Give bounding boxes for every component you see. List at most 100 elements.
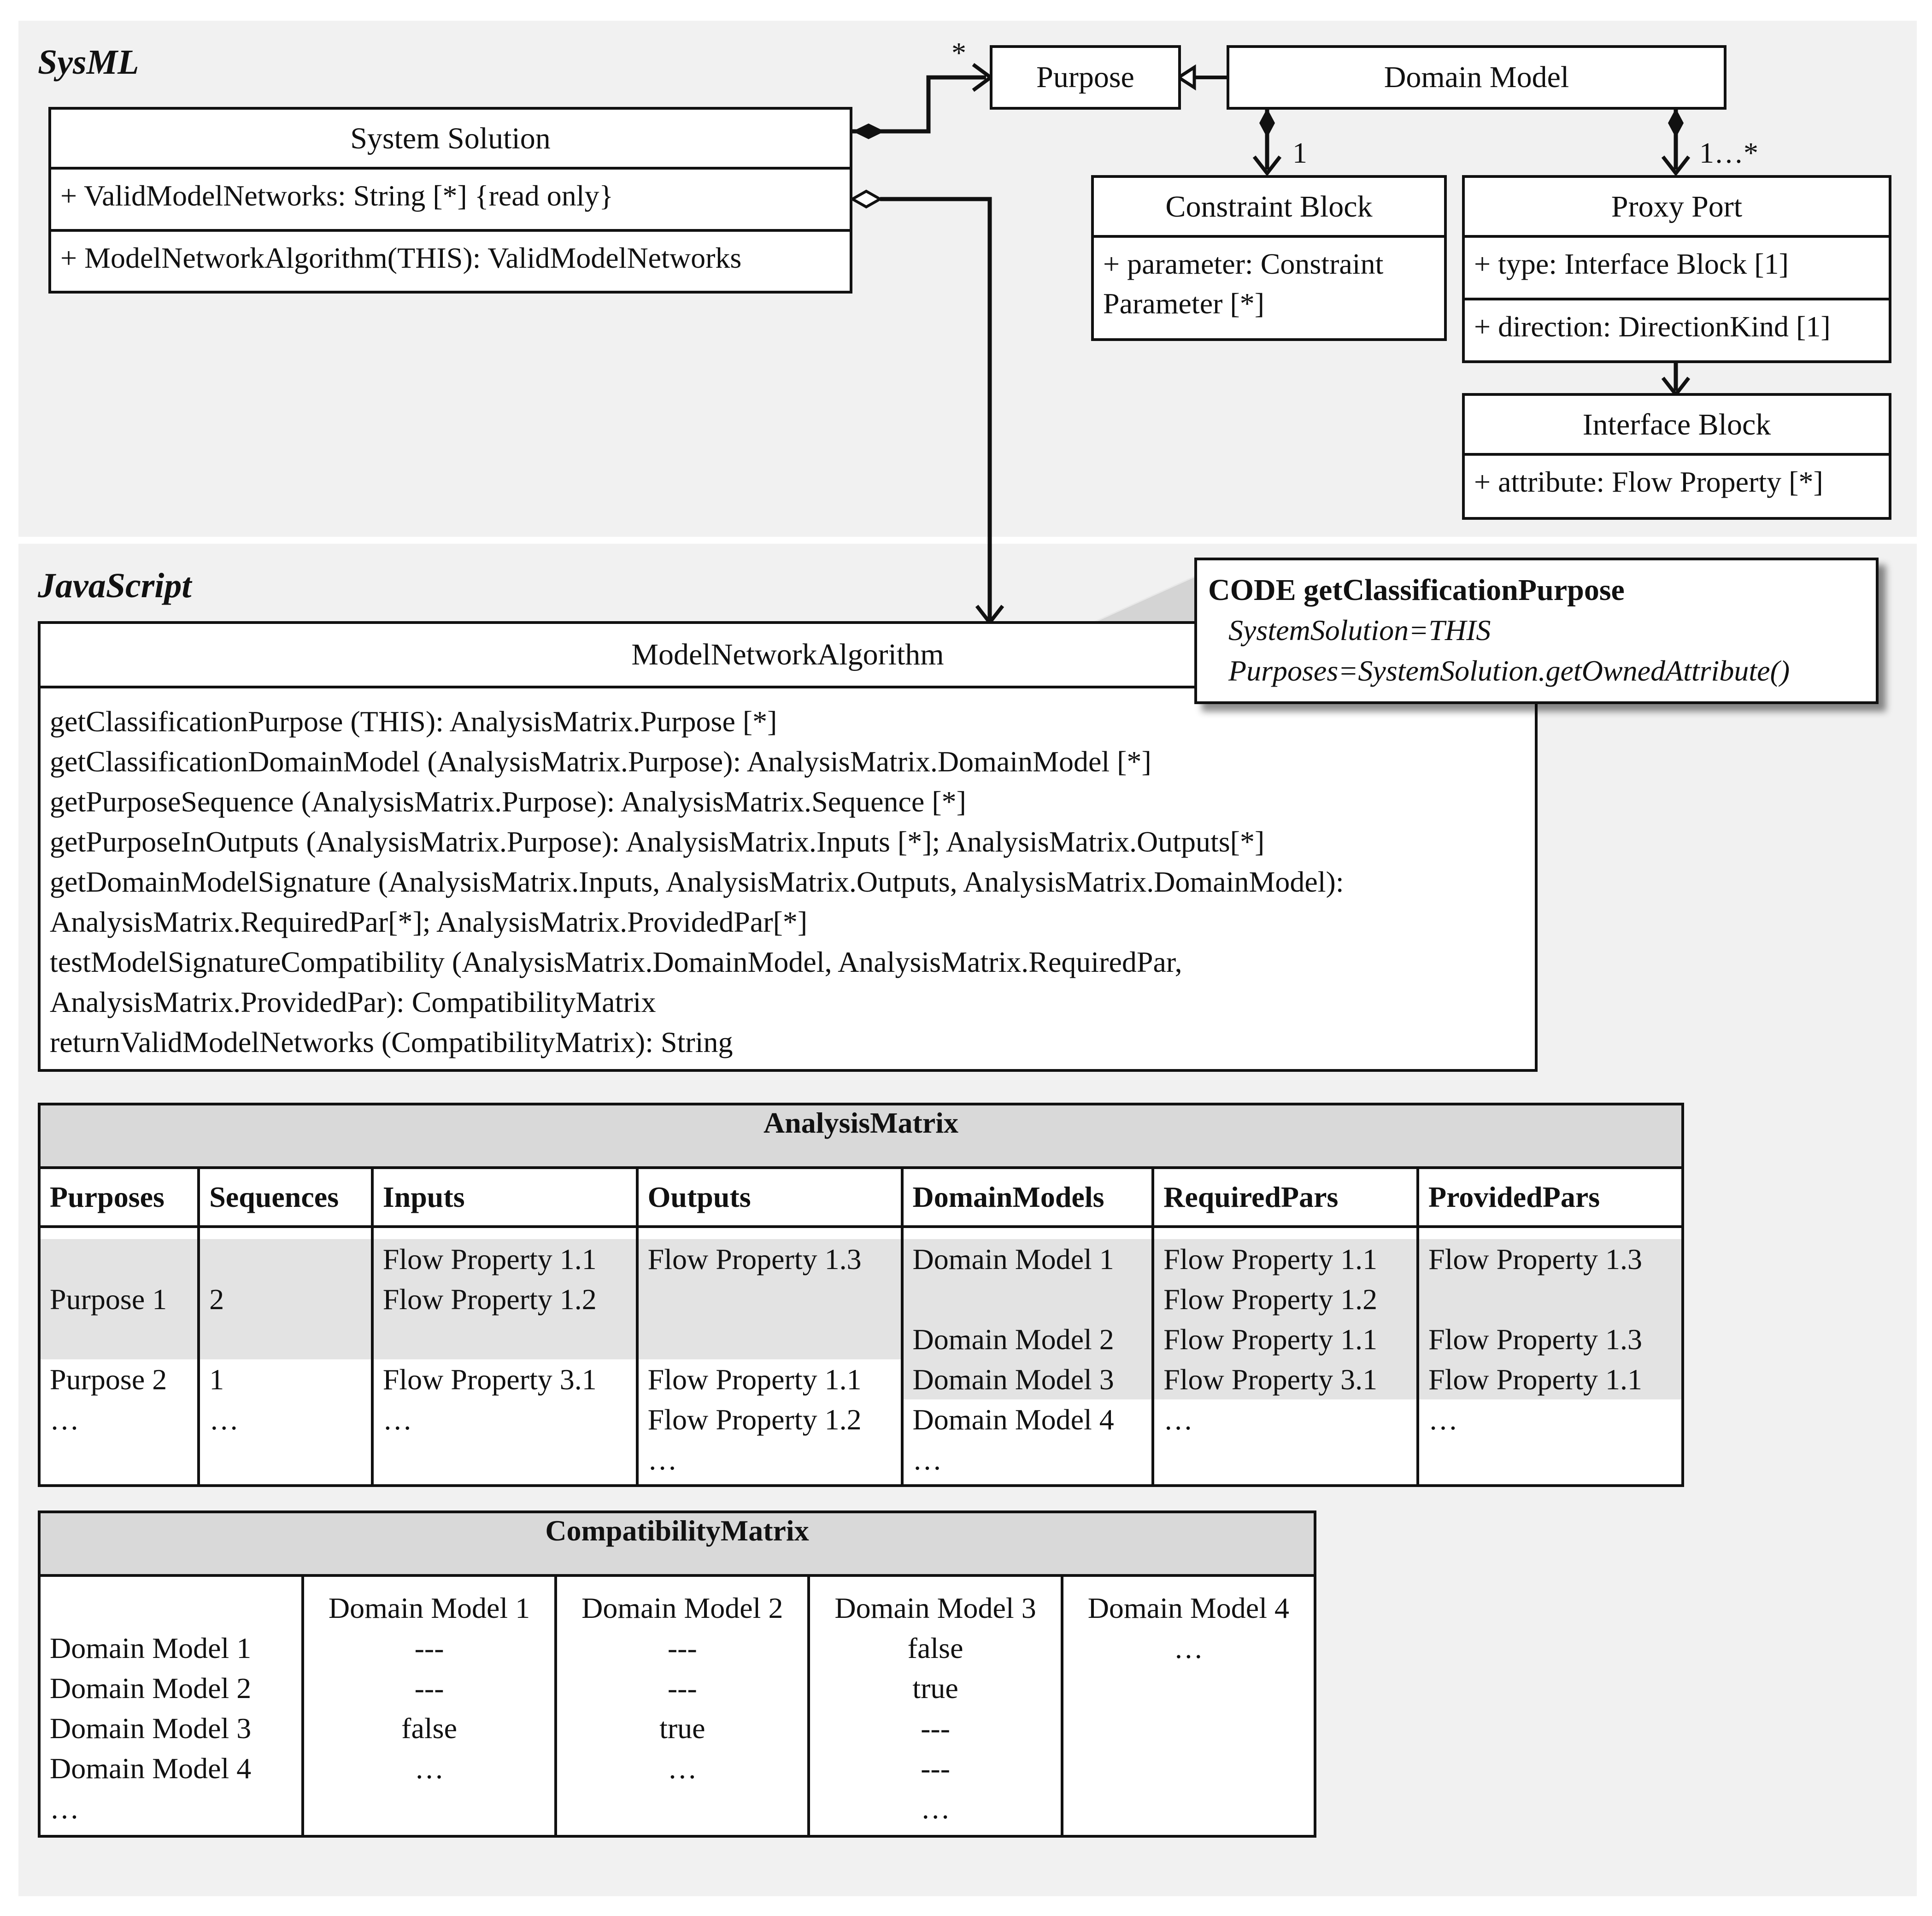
spacer [41, 1828, 301, 1835]
analysis-matrix-column-header: ProvidedPars [1416, 1166, 1684, 1228]
algorithm-operation: getClassificationPurpose (THIS): Analysi… [50, 705, 777, 738]
analysis-matrix-cell: 2 [200, 1279, 371, 1319]
analysis-matrix-cell: Flow Property 1.3 [638, 1239, 901, 1279]
analysis-matrix-cell [200, 1239, 371, 1279]
spacer [374, 1228, 636, 1239]
analysis-matrix-cell [374, 1440, 636, 1480]
spacer [1419, 1228, 1681, 1239]
spacer [639, 1228, 901, 1239]
spacer [557, 1828, 807, 1835]
analysis-matrix-cell: Flow Property 1.3 [1419, 1239, 1681, 1279]
analysis-matrix-cell [41, 1319, 198, 1359]
model-network-algorithm-title: ModelNetworkAlgorithm [41, 624, 1535, 688]
code-note-line: Purposes=SystemSolution.getOwnedAttribut… [1228, 654, 1790, 687]
analysis-matrix-cell [200, 1319, 371, 1359]
compatibility-matrix-cell [304, 1788, 554, 1828]
algorithm-operation: AnalysisMatrix.RequiredPar[*]; AnalysisM… [50, 905, 808, 938]
proxy-port-class: Proxy Port + type: Interface Block [1] +… [1462, 175, 1891, 363]
code-note-title: CODE getClassificationPurpose [1208, 573, 1625, 607]
analysis-matrix-cell: Purpose 1 [41, 1279, 198, 1319]
spacer [41, 1577, 301, 1588]
analysis-matrix-cell: Flow Property 1.2 [373, 1279, 636, 1319]
system-solution-operation: + ModelNetworkAlgorithm(THIS): ValidMode… [60, 241, 742, 274]
analysis-matrix-cell: Flow Property 1.1 [1419, 1359, 1681, 1399]
algorithm-operation: AnalysisMatrix.ProvidedPar): Compatibili… [50, 986, 656, 1018]
compatibility-matrix-cell [1063, 1748, 1314, 1788]
analysis-matrix-cell: Domain Model 1 [903, 1239, 1152, 1279]
analysis-matrix-cell: … [50, 1403, 79, 1436]
compatibility-matrix-column-header: Domain Model 1 [328, 1592, 530, 1624]
analysis-matrix-cell [903, 1279, 1152, 1319]
algorithm-operation: returnValidModelNetworks (CompatibilityM… [50, 1026, 733, 1058]
algorithm-operation: testModelSignatureCompatibility (Analysi… [50, 946, 1182, 978]
analysis-matrix-cell: … [382, 1403, 412, 1436]
composition-diamond-system [852, 123, 885, 139]
compatibility-matrix-cell: … [414, 1752, 444, 1785]
compatibility-matrix-cell: false [401, 1712, 457, 1745]
algorithm-operation: getClassificationDomainModel (AnalysisMa… [50, 745, 1151, 778]
compatibility-matrix-cell: Domain Model 1 [50, 1632, 252, 1664]
analysis-matrix-column-header: Outputs [635, 1166, 904, 1228]
compatibility-matrix-cell: --- [667, 1632, 697, 1664]
spacer [557, 1577, 807, 1588]
spacer [374, 1480, 636, 1484]
interface-block-attribute: + attribute: Flow Property [*] [1474, 465, 1823, 498]
spacer [904, 1228, 1152, 1239]
analysis-matrix-column-header: Purposes [37, 1166, 200, 1228]
analysis-matrix-cell: Flow Property 1.1 [373, 1239, 636, 1279]
spacer [41, 1480, 197, 1484]
algorithm-operation: getPurposeSequence (AnalysisMatrix.Purpo… [50, 785, 966, 818]
analysis-matrix-column-header: RequiredPars [1151, 1166, 1420, 1228]
system-solution-title: System Solution [51, 110, 850, 170]
code-note-line: SystemSolution=THIS [1228, 614, 1491, 647]
constraint-block-title: Constraint Block [1094, 178, 1444, 238]
composition-system-purpose [852, 75, 986, 134]
compatibility-matrix-cell: Domain Model 4 [50, 1752, 252, 1785]
proxy-port-attribute-direction: + direction: DirectionKind [1] [1474, 310, 1831, 343]
analysis-matrix-cell: Purpose 2 [50, 1363, 167, 1396]
spacer [304, 1828, 554, 1835]
compatibility-matrix-cell: --- [414, 1672, 444, 1704]
spacer [1419, 1480, 1681, 1484]
analysis-matrix-cell [638, 1319, 901, 1359]
algorithm-operation: getDomainModelSignature (AnalysisMatrix.… [50, 865, 1344, 898]
analysis-matrix-column-header: DomainModels [900, 1166, 1155, 1228]
compatibility-matrix-cell: --- [921, 1712, 951, 1745]
spacer [1154, 1480, 1416, 1484]
analysis-matrix-cell [638, 1279, 901, 1319]
compatibility-matrix-column-header: Domain Model 3 [834, 1592, 1036, 1624]
compatibility-matrix-column-header [41, 1588, 301, 1628]
analysis-matrix-cell [41, 1239, 198, 1279]
analysis-matrix-cell: Flow Property 1.1 [1154, 1319, 1417, 1359]
spacer [639, 1480, 901, 1484]
compatibility-matrix-column: Domain Model 2------true… [554, 1575, 810, 1838]
sysml-section-label: SysML [38, 43, 139, 82]
analysis-matrix-column-header: Inputs [370, 1166, 639, 1228]
compatibility-matrix-cell: Domain Model 3 [50, 1712, 252, 1745]
analysis-matrix-cell: Flow Property 1.1 [1154, 1239, 1417, 1279]
analysis-matrix-cell: Flow Property 1.1 [647, 1363, 862, 1396]
interface-block-class: Interface Block + attribute: Flow Proper… [1462, 393, 1891, 520]
analysis-matrix-cell: Flow Property 1.2 [1154, 1279, 1417, 1319]
analysis-matrix-cell [41, 1440, 197, 1480]
proxy-port-title: Proxy Port [1465, 178, 1889, 238]
analysis-matrix-column-header: Sequences [197, 1166, 374, 1228]
aggregation-system-algorithm [880, 197, 992, 620]
spacer [1063, 1828, 1314, 1835]
analysis-matrix-cell: Flow Property 3.1 [382, 1363, 597, 1396]
spacer [1154, 1228, 1416, 1239]
analysis-matrix-cell: Flow Property 1.2 [647, 1403, 862, 1436]
code-note: CODE getClassificationPurpose SystemSolu… [1194, 558, 1879, 704]
compatibility-matrix-column-header: Domain Model 4 [1087, 1592, 1289, 1624]
analysis-matrix-cell: Domain Model 4 [912, 1403, 1114, 1436]
analysis-matrix-cell: Flow Property 3.1 [1154, 1359, 1417, 1399]
analysis-matrix-cell [200, 1440, 371, 1480]
system-solution-attribute: + ValidModelNetworks: String [*] {read o… [51, 170, 850, 232]
compatibility-matrix-cell [1063, 1708, 1314, 1748]
analysis-matrix-cell: Flow Property 1.3 [1419, 1319, 1681, 1359]
analysis-matrix-cell: Domain Model 3 [903, 1359, 1152, 1399]
